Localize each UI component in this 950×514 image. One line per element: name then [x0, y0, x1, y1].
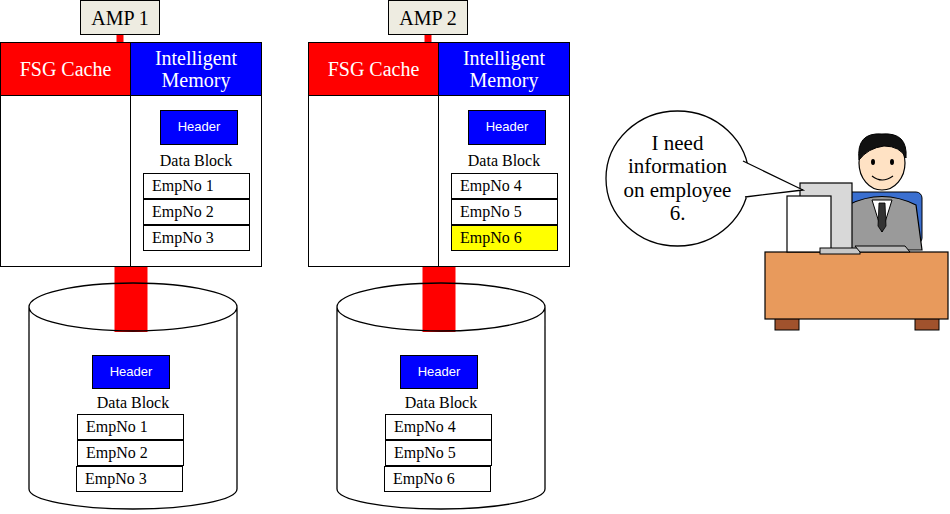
intelligent-memory-panel: Intelligent MemoryData Block HeaderEmpNo … — [130, 42, 262, 267]
node-label: AMP 1 — [81, 1, 159, 34]
node-label: Data Block — [336, 393, 546, 413]
node-label: Header — [93, 356, 169, 388]
row-box: EmpNo 3 — [143, 225, 250, 251]
row-box: EmpNo 5 — [451, 199, 558, 225]
block-header: Header — [400, 355, 478, 389]
row-box: EmpNo 4 — [451, 173, 558, 199]
bubble-shape — [741, 160, 803, 198]
row-box: EmpNo 2 — [143, 199, 250, 225]
row-box: EmpNo 3 — [76, 466, 183, 492]
node-label: FSG Cache — [309, 43, 438, 96]
disk-cylinder: Data Block HeaderEmpNo 4EmpNo 5EmpNo 6 — [336, 282, 546, 511]
node-label: EmpNo 6 — [452, 226, 557, 250]
data-channel — [115, 267, 148, 332]
block-header: Header — [92, 355, 170, 389]
node-label: EmpNo 1 — [78, 415, 183, 439]
node-label: Intelligent Memory — [439, 43, 569, 96]
data-channel — [423, 267, 456, 332]
row-box: EmpNo 6 — [451, 225, 558, 251]
node-label: EmpNo 4 — [452, 174, 557, 198]
node-label: AMP 2 — [389, 1, 467, 34]
block-header: Header — [468, 110, 546, 145]
fsg-cache-panel: FSG Cache — [308, 42, 439, 267]
node-label: FSG Cache — [1, 43, 130, 96]
desk — [765, 252, 948, 330]
node-label: Header — [401, 356, 477, 388]
node-label: Header — [469, 111, 545, 144]
amp-box: AMP 1 — [80, 0, 160, 35]
intelligent-memory-panel: Intelligent MemoryData Block HeaderEmpNo … — [438, 42, 570, 267]
node-label: I need information on employee 6. — [605, 110, 750, 247]
cylinder-path — [337, 283, 545, 509]
row-box: EmpNo 4 — [385, 414, 492, 440]
data-channel — [425, 35, 432, 42]
disk-cylinder: Data Block HeaderEmpNo 1EmpNo 2EmpNo 3 — [28, 282, 238, 511]
row-box: EmpNo 5 — [385, 440, 492, 466]
node-label: EmpNo 4 — [386, 415, 491, 439]
node-caption: Data Block — [439, 151, 569, 171]
amp-box: AMP 2 — [388, 0, 468, 35]
bubble-shape — [743, 161, 803, 197]
node-label: EmpNo 3 — [77, 467, 182, 491]
row-box: EmpNo 1 — [143, 173, 250, 199]
node-label: EmpNo 6 — [385, 467, 490, 491]
node-label: EmpNo 1 — [144, 174, 249, 198]
row-box: EmpNo 1 — [77, 414, 184, 440]
block-header: Header — [160, 110, 238, 145]
node-label: Header — [161, 111, 237, 144]
data-channel — [117, 35, 124, 42]
node-label: EmpNo 5 — [452, 200, 557, 224]
computer — [787, 183, 910, 254]
fsg-cache-panel: FSG Cache — [0, 42, 131, 267]
speech-bubble: I need information on employee 6. — [605, 110, 750, 247]
row-box: EmpNo 2 — [77, 440, 184, 466]
row-box: EmpNo 6 — [384, 466, 491, 492]
cylinder-path — [29, 283, 237, 509]
node-label: Data Block — [28, 393, 238, 413]
node-caption: Data Block — [131, 151, 261, 171]
node-label: Intelligent Memory — [131, 43, 261, 96]
node-label: EmpNo 5 — [386, 441, 491, 465]
node-label: EmpNo 3 — [144, 226, 249, 250]
node-label: EmpNo 2 — [78, 441, 183, 465]
bubble-shape — [606, 111, 749, 246]
node-label: EmpNo 2 — [144, 200, 249, 224]
